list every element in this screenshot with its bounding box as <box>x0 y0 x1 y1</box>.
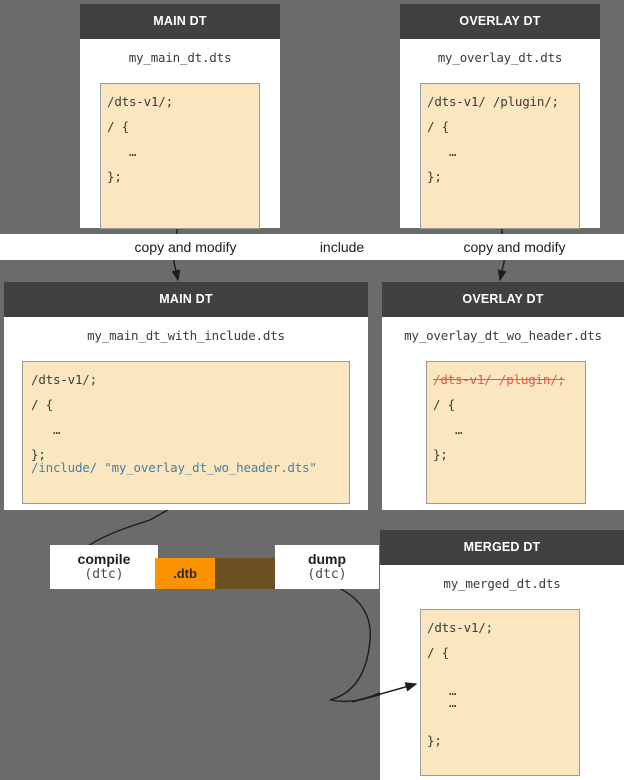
edge-label-copy-and-modify-left: copy and modify <box>123 236 248 258</box>
panel-overlay-dt-top: OVERLAY DT my_overlay_dt.dts /dts-v1/ /p… <box>400 4 600 229</box>
file-name-my-main-dt-with-include: my_main_dt_with_include.dts <box>87 328 285 343</box>
code-line: /dts-v1/ /plugin/; <box>427 94 559 109</box>
file-name-my-overlay-dt-wo-header: my_overlay_dt_wo_header.dts <box>404 328 602 343</box>
file-name-my-overlay-dt: my_overlay_dt.dts <box>437 50 563 65</box>
code-line: / { <box>427 645 449 660</box>
code-line-blank <box>107 159 259 172</box>
code-line-blank <box>433 387 585 400</box>
panel-title-overlay-dt-mid: OVERLAY DT <box>382 282 624 317</box>
code-line: /dts-v1/; <box>107 94 173 109</box>
file-name-my-main-dt: my_main_dt.dts <box>128 50 232 65</box>
code-block-merged-dt: /dts-v1/; / { … … }; <box>420 609 580 776</box>
code-line: … <box>107 144 137 159</box>
panel-body-overlay-dt-mid: my_overlay_dt_wo_header.dts /dts-v1/ /pl… <box>382 317 624 510</box>
code-line-blank <box>427 710 579 723</box>
code-line: }; <box>433 447 448 462</box>
edge-label-include: include <box>316 236 368 258</box>
code-block-overlay-dt-top: /dts-v1/ /plugin/; / { … }; <box>420 83 580 229</box>
code-line-include: /include/ "my_overlay_dt_wo_header.dts" <box>31 459 317 475</box>
code-line: … <box>427 144 457 159</box>
code-line: … <box>427 695 457 710</box>
dump-step-label: dump (dtc) <box>275 545 379 589</box>
file-name-my-merged-dt: my_merged_dt.dts <box>443 576 561 591</box>
compile-step-label: compile (dtc) <box>50 545 158 589</box>
panel-body-merged-dt: my_merged_dt.dts /dts-v1/; / { … … }; <box>380 565 624 780</box>
code-line-blank <box>427 635 579 648</box>
panel-body-main-dt-mid: my_main_dt_with_include.dts /dts-v1/; / … <box>4 317 368 510</box>
panel-title-merged-dt: MERGED DT <box>380 530 624 565</box>
code-line: / { <box>31 397 53 412</box>
code-line-blank <box>427 109 579 122</box>
code-line-blank <box>427 722 579 735</box>
dump-tool-label: (dtc) <box>307 566 347 582</box>
dtb-artifact-box: .dtb <box>155 558 215 589</box>
code-line-blank <box>31 412 349 425</box>
code-line: … <box>31 422 61 437</box>
compile-tool-label: (dtc) <box>84 566 124 582</box>
dump-label: dump <box>307 550 347 567</box>
code-line-blank <box>31 437 349 450</box>
code-line: /dts-v1/; <box>427 620 493 635</box>
code-line: }; <box>427 169 442 184</box>
code-line: }; <box>31 447 46 462</box>
code-block-overlay-dt-mid: /dts-v1/ /plugin/; / { … }; <box>426 361 586 504</box>
panel-merged-dt: MERGED DT my_merged_dt.dts /dts-v1/; / {… <box>380 530 624 780</box>
code-block-main-dt-mid: /dts-v1/; / { … }; /include/ "my_overlay… <box>22 361 350 504</box>
code-line: /dts-v1/; <box>31 372 97 387</box>
panel-title-main-dt-mid: MAIN DT <box>4 282 368 317</box>
code-line: / { <box>107 119 129 134</box>
code-line-blank <box>31 387 349 400</box>
code-line: }; <box>107 169 122 184</box>
code-line: / { <box>433 397 455 412</box>
panel-title-main-dt-top: MAIN DT <box>80 4 280 39</box>
panel-overlay-dt-wo-header: OVERLAY DT my_overlay_dt_wo_header.dts /… <box>382 282 624 510</box>
code-line: … <box>433 422 463 437</box>
code-line-blank <box>427 159 579 172</box>
code-line-struck: /dts-v1/ /plugin/; <box>433 372 565 387</box>
edge-label-copy-and-modify-right: copy and modify <box>452 236 577 258</box>
panel-main-dt-top: MAIN DT my_main_dt.dts /dts-v1/; / { … }… <box>80 4 280 229</box>
compile-label: compile <box>77 550 131 567</box>
code-line: … <box>427 682 457 698</box>
code-line: }; <box>427 732 442 748</box>
panel-title-overlay-dt-top: OVERLAY DT <box>400 4 600 39</box>
panel-body-main-dt-top: my_main_dt.dts /dts-v1/; / { … }; <box>80 39 280 229</box>
code-line: / { <box>427 119 449 134</box>
code-line-blank <box>433 437 585 450</box>
code-block-main-dt-top: /dts-v1/; / { … }; <box>100 83 260 229</box>
code-line-blank <box>427 660 579 673</box>
panel-body-overlay-dt-top: my_overlay_dt.dts /dts-v1/ /plugin/; / {… <box>400 39 600 229</box>
code-line-blank <box>107 109 259 122</box>
panel-main-dt-with-include: MAIN DT my_main_dt_with_include.dts /dts… <box>4 282 368 510</box>
